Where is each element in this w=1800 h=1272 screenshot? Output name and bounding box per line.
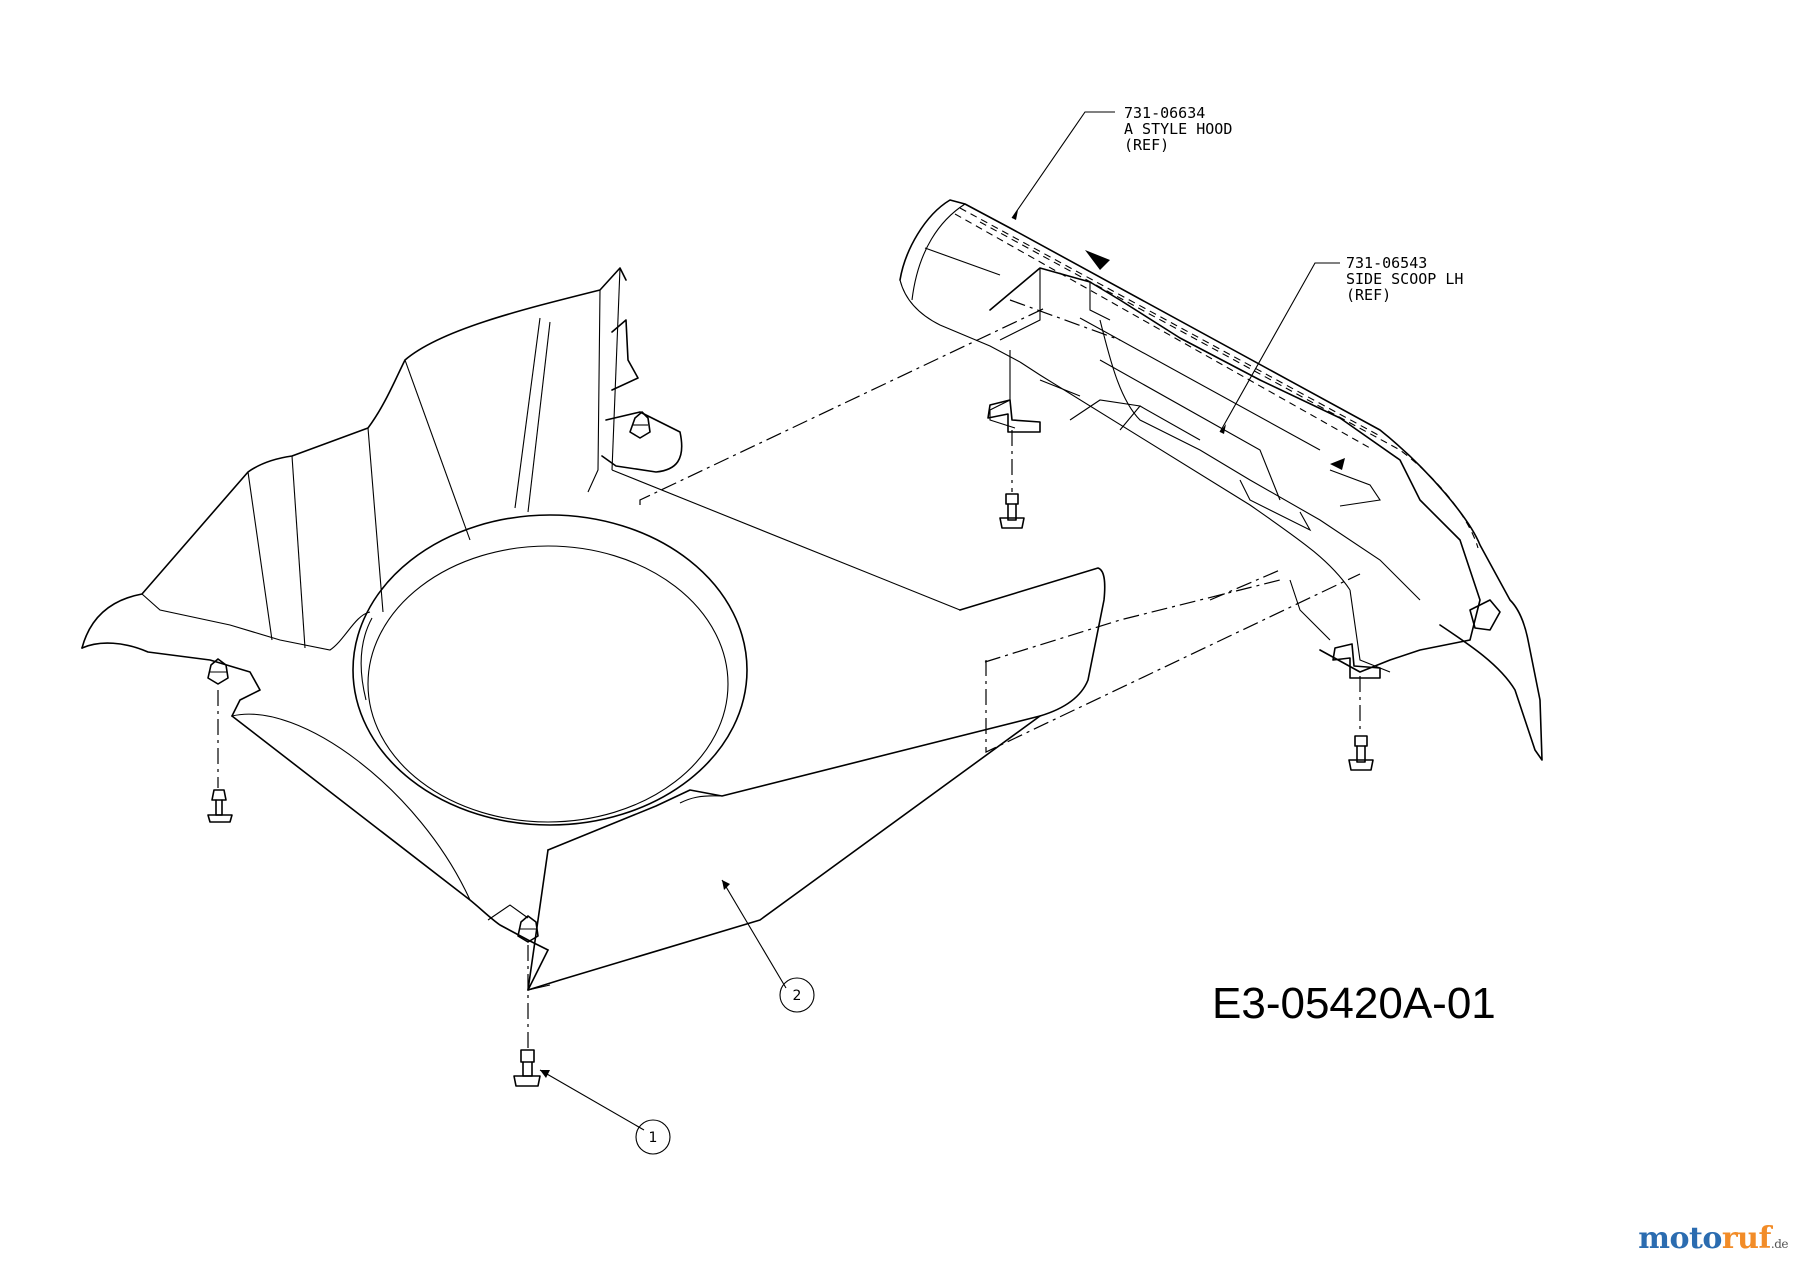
- push-clip-left: [207, 658, 229, 685]
- assembly-lines: [217, 299, 1361, 1048]
- item-balloon-2: 2: [779, 977, 815, 1013]
- callout-scoop-note: (REF): [1346, 286, 1391, 304]
- item-balloon-1-label: 1: [649, 1130, 658, 1146]
- callout-hood-part: 731-06634: [1124, 104, 1205, 122]
- watermark-part2: ruf: [1721, 1221, 1772, 1256]
- screw-right-upper: [999, 493, 1025, 529]
- callout-scoop-name: SIDE SCOOP LH: [1346, 270, 1463, 288]
- diagram-code: E3-05420A-01: [1212, 979, 1496, 1028]
- callout-hood-note: (REF): [1124, 136, 1169, 154]
- push-clip-lower: [517, 915, 539, 943]
- screw-left: [207, 789, 233, 823]
- callout-scoop-part: 731-06543: [1346, 254, 1427, 272]
- watermark-logo: motoruf.de: [1638, 1221, 1788, 1256]
- watermark-tld: .de: [1770, 1237, 1789, 1251]
- discharge-chute-body: [81, 267, 1106, 991]
- push-clip-upper: [629, 411, 651, 439]
- callout-hood: 731-06634 A STYLE HOOD (REF): [1124, 104, 1232, 154]
- screw-right-lower: [1348, 735, 1374, 771]
- side-scoop-hood-assembly: [899, 199, 1543, 761]
- screw-bottom: [513, 1049, 541, 1087]
- item-balloon-1: 1: [635, 1119, 671, 1155]
- watermark-part1: moto: [1638, 1221, 1722, 1256]
- item-balloon-2-label: 2: [793, 988, 802, 1004]
- callout-hood-name: A STYLE HOOD: [1124, 120, 1232, 138]
- callout-scoop: 731-06543 SIDE SCOOP LH (REF): [1346, 254, 1463, 304]
- leader-lines: [539, 111, 1340, 1131]
